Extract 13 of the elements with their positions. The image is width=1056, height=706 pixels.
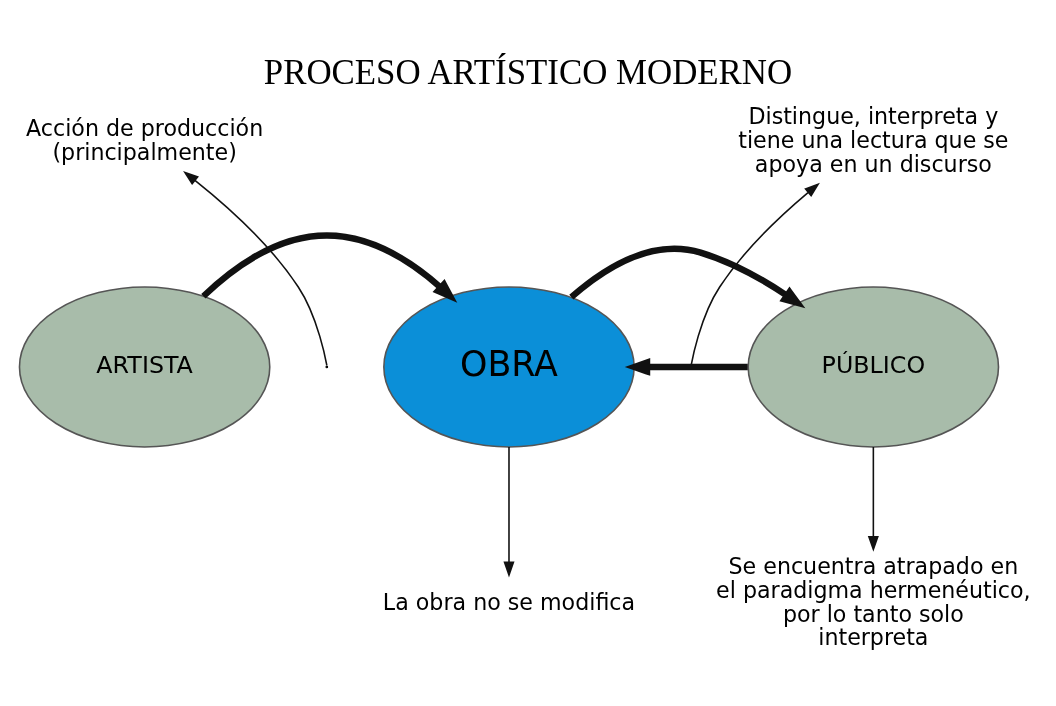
arrow (867, 445, 879, 552)
diagram-title: PROCESO ARTÍSTICO MODERNO (263, 52, 793, 92)
arrow (569, 245, 806, 308)
arrow (183, 170, 328, 366)
node-text: Distingue, interpreta y tiene una lectura que se apoya en un discurso (738, 102, 1009, 177)
arrow (503, 445, 515, 577)
node-ellipse: ARTISTA (18, 285, 271, 448)
node-text: La obra no se modifica (382, 588, 636, 615)
arrow (624, 357, 748, 376)
node-ellipse: OBRA (383, 285, 635, 448)
node-text: Acción de producción (principalmente) (26, 114, 264, 165)
arrow (201, 231, 458, 303)
node-text: Se encuentra atrapado en el paradigma hermenéutico, por lo tanto solo interpreta (716, 552, 1031, 650)
